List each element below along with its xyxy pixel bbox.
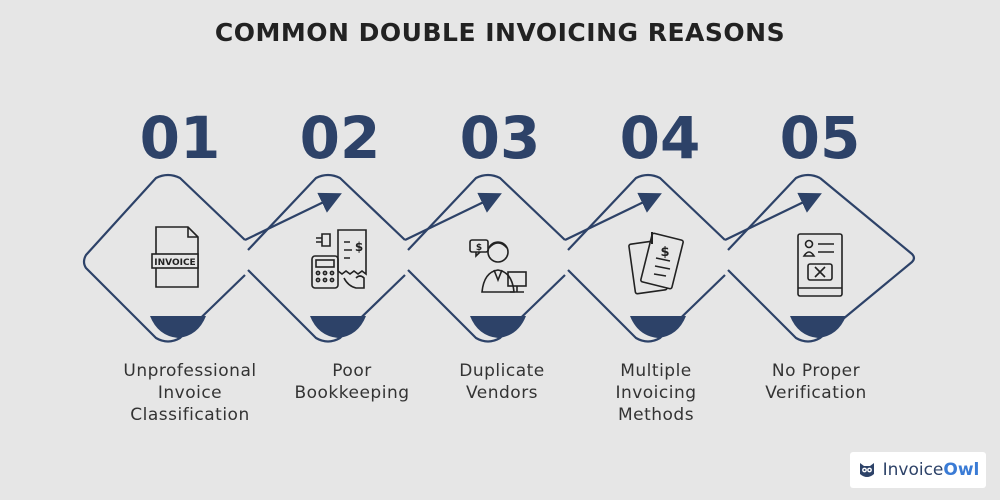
diamond-3 <box>407 173 566 343</box>
brand-logo: InvoiceOwl <box>850 452 986 488</box>
step-label-5: No Proper Verification <box>765 361 867 403</box>
step-number-5: 05 <box>779 104 861 172</box>
verification-icon <box>797 233 843 297</box>
accent-2 <box>310 316 366 338</box>
arrow-1 <box>244 192 342 241</box>
arrow-4 <box>724 192 822 241</box>
documents-icon: $ <box>628 232 684 295</box>
diamond-4 <box>567 173 726 343</box>
step-label-4: Multiple Invoicing Methods <box>615 361 697 425</box>
accent-1 <box>150 316 206 338</box>
arrow-2 <box>404 192 502 241</box>
svg-text:$: $ <box>660 245 669 260</box>
step-number-1: 01 <box>139 104 221 172</box>
logo-text-invoice: Invoice <box>882 460 944 480</box>
step-number-3: 03 <box>459 104 541 172</box>
invoice-icon: INVOICE <box>151 226 199 288</box>
logo-text-owl: Owl <box>943 460 980 480</box>
bookkeeping-icon: $ <box>311 229 367 289</box>
page-title: COMMON DOUBLE INVOICING REASONS <box>214 18 786 47</box>
svg-text:$: $ <box>476 243 482 253</box>
invoice-icon-text: INVOICE <box>154 258 195 268</box>
step-label-1: Unprofessional Invoice Classification <box>123 361 257 425</box>
diamond-1 <box>82 173 246 343</box>
accent-5 <box>790 316 846 338</box>
step-label-2: Poor Bookkeeping <box>294 361 410 403</box>
step-number-4: 04 <box>619 104 701 172</box>
vendor-icon: $ <box>469 239 527 293</box>
diamond-2 <box>247 173 406 343</box>
diamond-5 <box>727 173 916 343</box>
step-number-2: 02 <box>299 104 381 172</box>
owl-icon <box>859 463 874 477</box>
step-label-3: Duplicate Vendors <box>459 361 545 403</box>
accent-4 <box>630 316 686 338</box>
accent-3 <box>470 316 526 338</box>
svg-text:$: $ <box>355 240 363 254</box>
arrow-3 <box>564 192 662 241</box>
